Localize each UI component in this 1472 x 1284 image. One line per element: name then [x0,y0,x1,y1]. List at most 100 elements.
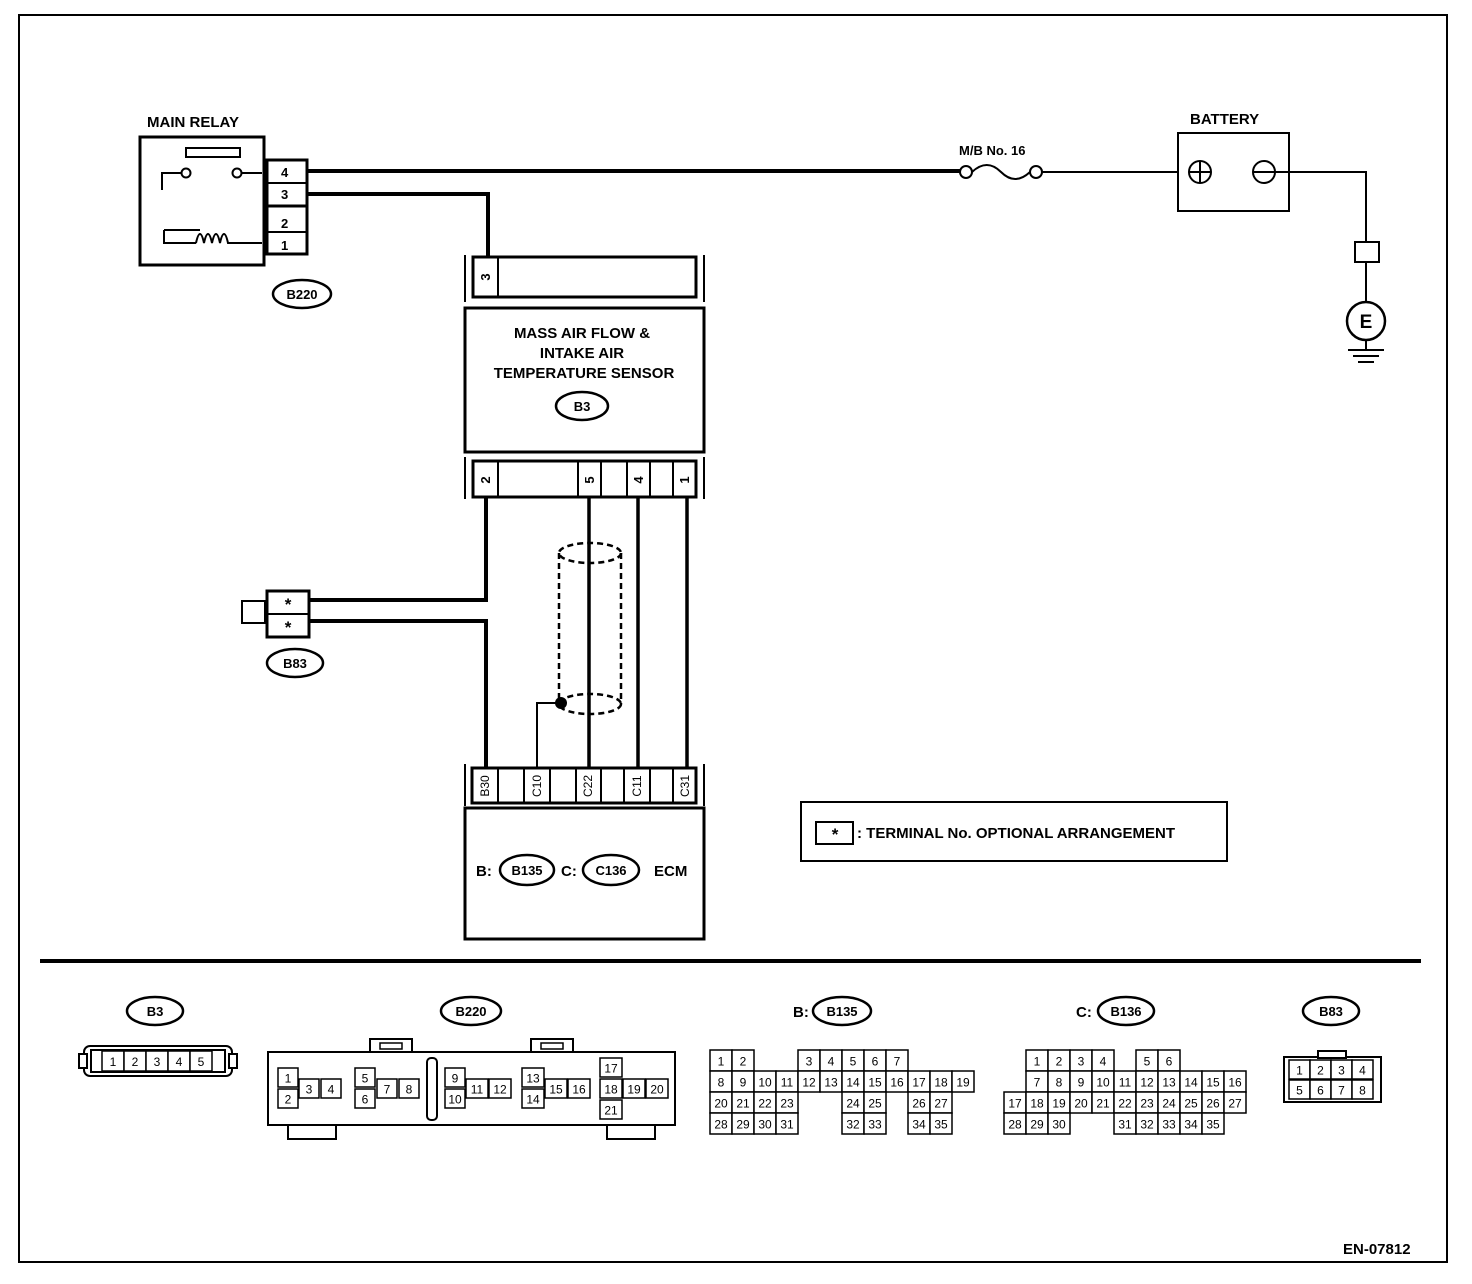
b220-view-pin-1-label: 1 [285,1072,292,1086]
main-relay: MAIN RELAY 4 3 2 1 B220 [138,114,333,310]
fuse-label: M/B No. 16 [959,143,1025,158]
maf-title-line-1: MASS AIR FLOW & [514,325,650,342]
b135-view-pin-21-label: 21 [736,1097,750,1111]
b220-view-pin-17-label: 17 [604,1062,618,1076]
b136-view-pin-26-label: 26 [1206,1097,1220,1111]
b136-view-pin-19-label: 19 [1052,1097,1066,1111]
b135-view-pin-20-label: 20 [714,1097,728,1111]
b135-view-pin-10-label: 10 [758,1076,772,1090]
b135-view-pin-33-label: 33 [868,1118,882,1132]
b135-view-pin-18-label: 18 [934,1076,948,1090]
b220-view-pin-15-cell [544,1078,568,1099]
b136-view-pin-8-label: 8 [1056,1076,1063,1090]
b135-view-pin-8-label: 8 [718,1076,725,1090]
b220-view-pin-4-cell [320,1078,342,1099]
b136-view-pin-18-label: 18 [1030,1097,1044,1111]
main-relay-pin-1: 1 [281,238,288,253]
b136-view-pin-16-label: 16 [1228,1076,1242,1090]
b220-view-pin-13-label: 13 [526,1072,540,1086]
fuse: M/B No. 16 [959,143,1043,180]
b220-view-pin-15-label: 15 [549,1083,563,1097]
b136-view-pin-5-label: 5 [1144,1055,1151,1069]
maf-sensor: 3 MASS AIR FLOW & INTAKE AIR TEMPERATURE… [463,255,706,499]
maf-bottom-pin-1: 1 [677,476,692,483]
b135-view-pin-28-label: 28 [714,1118,728,1132]
b136-view-pin-2-label: 2 [1056,1055,1063,1069]
main-relay-title: MAIN RELAY [147,114,239,131]
ecm: B30 C10 C22 C11 C31 B: B135 C: C136 ECM [463,764,706,941]
b135-view-pin-9-label: 9 [740,1076,747,1090]
b136-view-pin-35-label: 35 [1206,1118,1220,1132]
b83-view-pin-5-label: 5 [1296,1084,1303,1098]
b220-view-pin-14-label: 14 [526,1093,540,1107]
b135-view-pin-33-cell [863,1112,887,1135]
ground-label: E [1360,312,1373,333]
maf-bottom-pin-2: 2 [478,476,493,483]
b136-view-pin-1-label: 1 [1034,1055,1041,1069]
b220-view-pin-11-cell [465,1078,489,1099]
b136-view-pin-12-label: 12 [1140,1076,1154,1090]
b83-view-pin-8-label: 8 [1359,1084,1366,1098]
b220-view-pin-1-cell [277,1067,299,1088]
battery-title: BATTERY [1190,111,1259,128]
b135-view-pin-6-label: 6 [872,1055,879,1069]
b220-view-pin-16-cell [567,1078,591,1099]
b83-view-pin-4-cell [1351,1059,1374,1080]
diagram-frame [18,14,1448,1263]
b220-view-pin-18-cell [599,1078,623,1099]
b83-view-pin-2-label: 2 [1317,1064,1324,1078]
view-prefix-b135: B: [793,1004,809,1021]
b135-view-pin-25-label: 25 [868,1097,882,1111]
b220-view-pin-6-label: 6 [362,1093,369,1107]
b135-view-pin-24-label: 24 [846,1097,860,1111]
b220-view-pin-9-cell [444,1067,466,1088]
b3-view-pin-3-label: 3 [154,1055,161,1069]
connector-tag-b135 [498,853,556,887]
ecm-pin-c10: C10 [530,775,544,797]
ecm-pin-c22: C22 [581,775,595,797]
b136-view-pin-11-label: 11 [1119,1076,1132,1090]
b83-pin-a: * [285,595,292,614]
b220-view-pin-10-cell [444,1088,466,1109]
b220-view-pin-14-cell [521,1088,545,1109]
b220-view-pin-12-label: 12 [493,1083,507,1097]
b220-view-pin-19-cell [622,1078,646,1099]
b136-view-pin-30-cell [1047,1112,1071,1135]
b220-view-pin-8-label: 8 [406,1083,413,1097]
b220-view-pin-5-label: 5 [362,1072,369,1086]
b136-view-pin-22-label: 22 [1118,1097,1132,1111]
connector-id-b135: B135 [511,863,542,878]
b136-view-pin-20-label: 20 [1074,1097,1088,1111]
ground-symbol: E [1345,241,1387,363]
b135-view-pin-5-label: 5 [850,1055,857,1069]
legend-text: : TERMINAL No. OPTIONAL ARRANGEMENT [857,825,1175,842]
main-relay-pin-2: 2 [281,216,288,231]
connector-id-b136: C136 [595,863,626,878]
diagram-code: EN-07812 [1343,1241,1411,1258]
b83-view-pin-4-label: 4 [1359,1064,1366,1078]
maf-bottom-pin-5: 5 [582,476,597,483]
b220-view-pin-9-label: 9 [452,1072,459,1086]
b220-view-pin-17-cell [599,1057,623,1078]
b220-view-pin-7-cell [376,1078,398,1099]
wire-relay-to-maf [307,192,490,257]
b220-view-pin-2-cell [277,1088,299,1109]
battery: BATTERY [1177,111,1290,212]
b135-view-pin-22-label: 22 [758,1097,772,1111]
main-relay-pin-4: 4 [281,165,289,180]
ecm-c-prefix: C: [561,863,577,880]
b3-view-pin-5-label: 5 [198,1055,205,1069]
ecm-label: ECM [654,863,687,880]
b220-view-pin-16-label: 16 [572,1083,586,1097]
b135-view-pin-19-cell [951,1070,975,1093]
b135-view-pin-29-label: 29 [736,1118,750,1132]
b83-connector: * * B83 [241,589,325,679]
ecm-pin-c31: C31 [678,775,692,797]
wire-b83-to-ecm-b30 [309,619,488,768]
maf-title-line-3: TEMPERATURE SENSOR [494,365,675,382]
b135-view-pin-7-label: 7 [894,1055,901,1069]
connector-tag-b220 [271,278,333,310]
b220-view-pin-11-label: 11 [471,1083,484,1097]
